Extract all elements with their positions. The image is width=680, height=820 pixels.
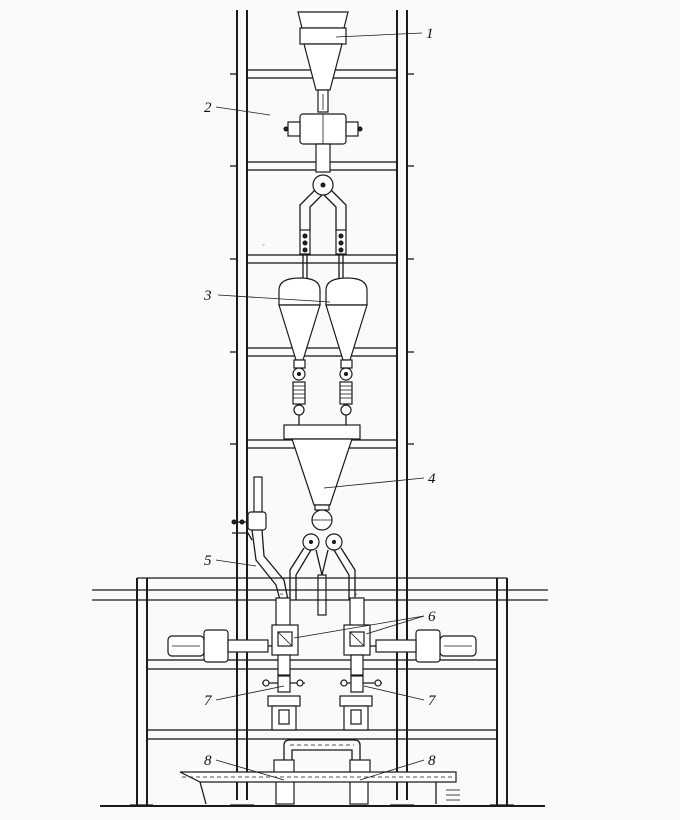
- svg-text:≡: ≡: [354, 592, 358, 598]
- callout-7-right: 7: [428, 693, 437, 709]
- leader-lines: [215, 32, 425, 781]
- conveyor: [179, 771, 460, 805]
- crossover-pipe: [283, 739, 361, 760]
- feeder-right: ≡: [343, 592, 371, 656]
- distributor-unit: [283, 113, 363, 196]
- cyclone-right: [325, 277, 368, 428]
- collection-bin: [283, 424, 361, 616]
- callout-6: 6: [428, 609, 436, 625]
- svg-text:=: =: [262, 244, 265, 249]
- callout-2: 2: [204, 100, 212, 116]
- flex-joint-left: [299, 229, 311, 255]
- callout-3: 3: [203, 288, 212, 304]
- drive-motor-left: [167, 629, 272, 663]
- valve-assembly-left: [262, 654, 305, 731]
- callout-4: 4: [428, 471, 436, 487]
- cyclone-left: [278, 277, 321, 428]
- lower-frame: [92, 577, 548, 807]
- callout-7-left: 7: [204, 693, 213, 709]
- flex-joint-right: [335, 229, 347, 255]
- callout-8-left: 8: [204, 753, 212, 769]
- callout-8-right: 8: [428, 753, 436, 769]
- side-chute: [231, 476, 289, 601]
- top-hopper: [297, 11, 349, 113]
- valve-assembly-right: [339, 654, 382, 731]
- callout-5: 5: [204, 553, 212, 569]
- feeder-left: ≡: [271, 592, 299, 656]
- svg-text:≡: ≡: [280, 592, 284, 598]
- callout-labels: 1 2 3 4 5 6 7 7 8 8: [203, 26, 437, 769]
- drive-motor-right: [370, 629, 477, 663]
- split-pipes: =: [262, 189, 347, 278]
- callout-1: 1: [426, 26, 434, 42]
